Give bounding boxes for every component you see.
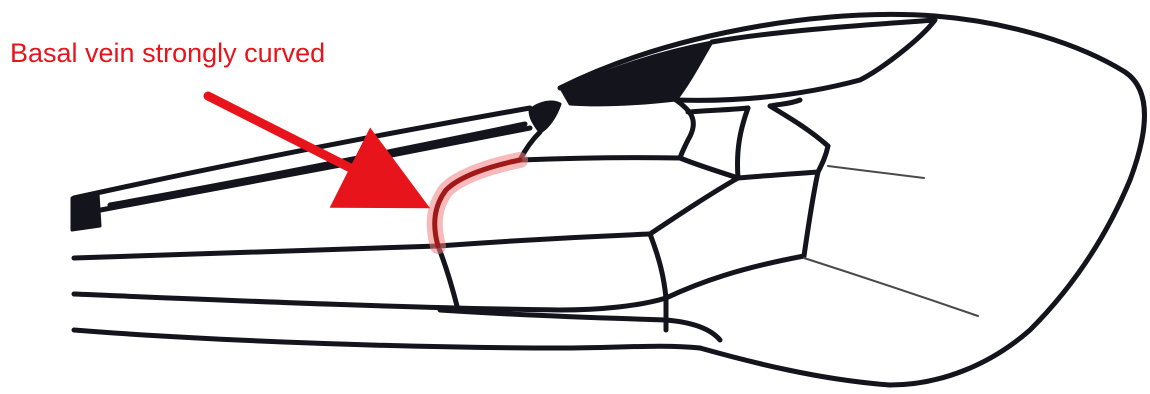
media-long bbox=[74, 246, 438, 258]
median-outer bbox=[666, 256, 804, 298]
marginal-arc bbox=[676, 20, 935, 100]
cubitus-long bbox=[74, 294, 666, 310]
cross-vein-2 bbox=[688, 108, 748, 112]
anal-vein bbox=[74, 330, 700, 348]
cross-vein-lower-a bbox=[438, 246, 458, 310]
distal-vein-lower bbox=[804, 258, 978, 316]
stigma-base-knob bbox=[530, 102, 560, 132]
median-lower bbox=[650, 234, 666, 298]
radius-vein-basal bbox=[110, 124, 525, 205]
median-cross-a bbox=[650, 178, 738, 234]
wing-base-dark bbox=[72, 193, 100, 230]
cross-vein-3 bbox=[737, 108, 748, 178]
basal-vein-highlight bbox=[435, 160, 520, 246]
submarginal-bottom bbox=[680, 158, 818, 178]
cross-vein-1 bbox=[676, 100, 693, 158]
stigma bbox=[562, 42, 712, 105]
cross-vein-4 bbox=[770, 100, 828, 146]
radial-sector-2 bbox=[520, 158, 680, 160]
posterior-margin bbox=[440, 310, 720, 340]
cross-vein-5 bbox=[818, 146, 828, 172]
distal-vein-upper bbox=[828, 166, 924, 178]
median-upper bbox=[438, 234, 650, 246]
median-cross-b bbox=[804, 172, 818, 256]
annotation-arrow bbox=[208, 96, 398, 192]
